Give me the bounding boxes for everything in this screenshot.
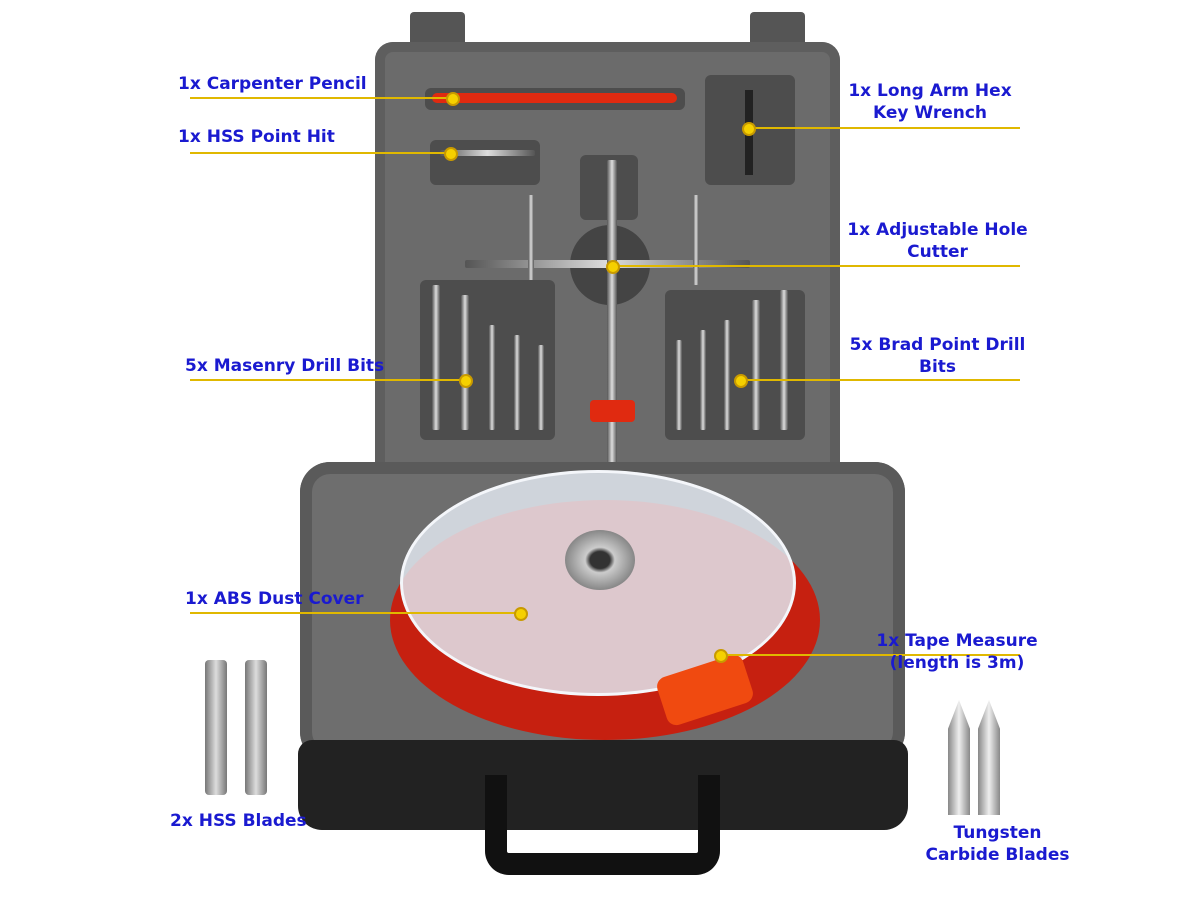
masonry-bit <box>461 295 469 430</box>
brad-point-bit <box>780 290 788 430</box>
brad-point-bit <box>752 300 760 430</box>
callout-dot-masonry <box>459 374 473 388</box>
callout-dot-hss-point <box>444 147 458 161</box>
label-hex-key-line2: Key Wrench <box>872 103 988 123</box>
masonry-bit <box>489 325 495 430</box>
label-brad: 5x Brad Point Drill Bits <box>845 334 1030 378</box>
masonry-bit <box>432 285 440 430</box>
hss-blade <box>205 660 227 795</box>
label-tungsten: Tungsten Carbide Blades <box>915 822 1080 866</box>
brad-point-bit <box>724 320 730 430</box>
cutter-red-knob <box>590 400 635 422</box>
callout-dot-hex-key <box>742 122 756 136</box>
masonry-bit <box>538 345 544 430</box>
label-tape-line1: 1x Tape Measure <box>876 631 1038 651</box>
label-pencil: 1x Carpenter Pencil <box>178 74 367 94</box>
case-base-bottom <box>298 740 908 830</box>
hss-point-slot <box>430 140 540 185</box>
callout-line-tape <box>720 654 1020 656</box>
hole-cutter-drill <box>607 160 617 470</box>
case-handle <box>485 775 720 875</box>
label-dust-cover: 1x ABS Dust Cover <box>185 589 364 609</box>
brad-point-bit <box>676 340 682 430</box>
label-tape-line2: (length is 3m) <box>889 653 1025 673</box>
tungsten-blade <box>948 700 970 815</box>
callout-line-dust-cover <box>190 612 520 614</box>
callout-dot-tape <box>714 649 728 663</box>
label-tungsten-line2: Carbide Blades <box>925 845 1070 865</box>
label-brad-line1: 5x Brad Point Drill <box>849 335 1026 355</box>
label-hole-cutter-line1: 1x Adjustable Hole <box>847 220 1028 240</box>
label-hex-key: 1x Long Arm Hex Key Wrench <box>845 80 1015 124</box>
tungsten-blade <box>978 700 1000 815</box>
callout-line-brad <box>740 379 1020 381</box>
callout-line-pencil <box>190 97 452 99</box>
label-hex-key-line1: 1x Long Arm Hex <box>848 81 1012 101</box>
brad-point-bit <box>700 330 706 430</box>
callout-dot-hole-cutter <box>606 260 620 274</box>
hss-blade <box>245 660 267 795</box>
cutter-blade-right <box>693 195 699 285</box>
label-hss-blades: 2x HSS Blades <box>170 811 307 831</box>
callout-dot-dust-cover <box>514 607 528 621</box>
callout-line-hex-key <box>748 127 1020 129</box>
callout-line-hss-point <box>190 152 450 154</box>
masonry-bits-slot <box>420 280 555 440</box>
label-brad-line2: Bits <box>918 357 957 377</box>
label-tape: 1x Tape Measure (length is 3m) <box>872 630 1042 674</box>
callout-dot-brad <box>734 374 748 388</box>
hss-point-bit <box>440 150 535 156</box>
masonry-bit <box>514 335 520 430</box>
label-hole-cutter-line2: Cutter <box>907 242 968 262</box>
label-hss-point: 1x HSS Point Hit <box>178 127 335 147</box>
dust-cover-bearing <box>565 530 635 590</box>
cutter-blade-left <box>528 195 534 285</box>
callout-line-hole-cutter <box>612 265 1020 267</box>
callout-dot-pencil <box>446 92 460 106</box>
callout-line-masonry <box>190 379 465 381</box>
label-tungsten-line1: Tungsten <box>953 823 1042 843</box>
label-masonry: 5x Masenry Drill Bits <box>185 356 385 376</box>
carpenter-pencil <box>432 93 677 103</box>
label-hole-cutter: 1x Adjustable Hole Cutter <box>845 219 1030 263</box>
